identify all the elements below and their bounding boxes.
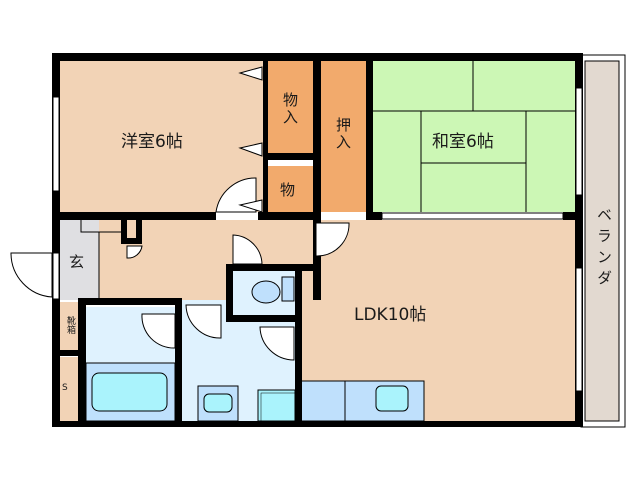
toilet-icon <box>251 276 295 304</box>
oshiire-label: 押入 <box>334 117 352 151</box>
bathtub-icon <box>85 362 176 422</box>
oshiire-floor <box>321 61 366 212</box>
doors <box>10 66 350 361</box>
japanese-room-label: 和室6帖 <box>432 132 494 152</box>
western-room-floor <box>60 61 263 212</box>
veranda-label: ベランダ <box>595 207 613 291</box>
storage-s-label: S <box>62 383 68 393</box>
veranda <box>580 54 626 428</box>
shoe-cabinet-floor <box>60 302 79 350</box>
ldk-label: LDK10帖 <box>354 305 427 325</box>
tatami-floor <box>373 61 575 212</box>
windows <box>52 87 583 392</box>
storage-s-floor <box>60 357 79 421</box>
genkan-floor <box>60 220 99 300</box>
shoe-cabinet-label: 靴箱 <box>65 316 75 334</box>
storage-closet-label: 物入 <box>281 92 299 126</box>
washing-machine-icon <box>257 389 296 422</box>
storage-small-label: 物 <box>280 181 296 199</box>
walls <box>52 53 583 427</box>
kitchen-counter-icon <box>299 380 425 422</box>
sink-icon <box>197 385 239 422</box>
storage-small-floor <box>268 166 313 212</box>
storage-closet-floor <box>268 61 313 153</box>
genkan-label: 玄 <box>69 253 85 271</box>
western-room-label: 洋室6帖 <box>121 132 183 152</box>
